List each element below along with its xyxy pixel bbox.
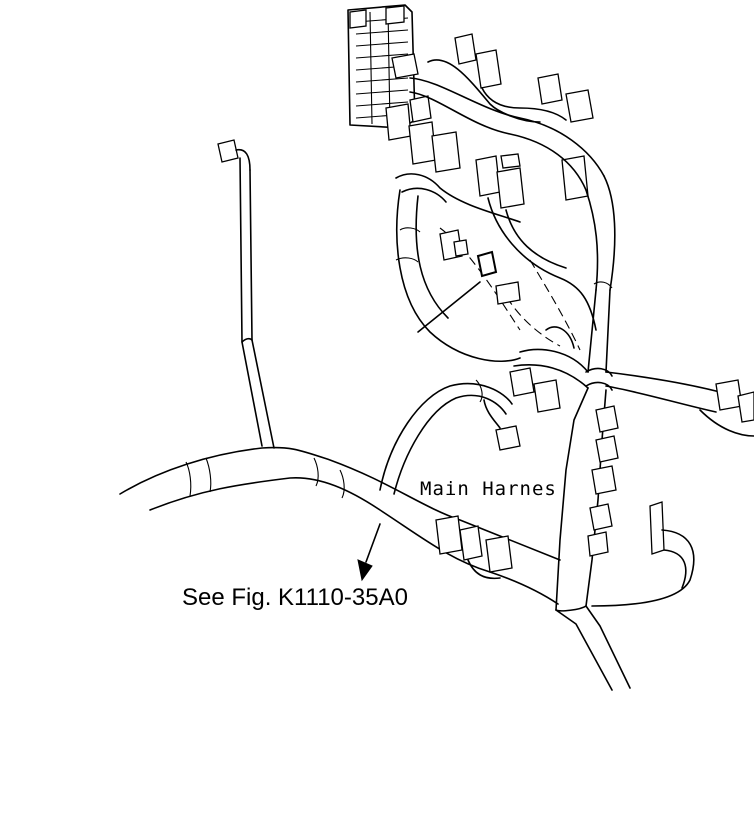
connector-group-top xyxy=(385,33,594,209)
vertical-bundle xyxy=(555,387,695,611)
connector-group-middle xyxy=(439,229,561,451)
fuse-box xyxy=(347,4,416,129)
lower-junction xyxy=(555,605,631,691)
main-harness-label: Main Harnes xyxy=(420,478,557,500)
leader-line xyxy=(417,281,481,333)
reference-arrow xyxy=(357,523,381,582)
upper-harness-bundles xyxy=(395,59,616,373)
left-branch xyxy=(217,139,275,449)
main-harness xyxy=(119,446,561,605)
see-figure-label: See Fig. K1110-35A0 xyxy=(182,584,408,611)
loop-wire xyxy=(379,379,513,495)
mid-harness-bundle xyxy=(513,326,754,437)
connector-group-main xyxy=(435,515,513,580)
